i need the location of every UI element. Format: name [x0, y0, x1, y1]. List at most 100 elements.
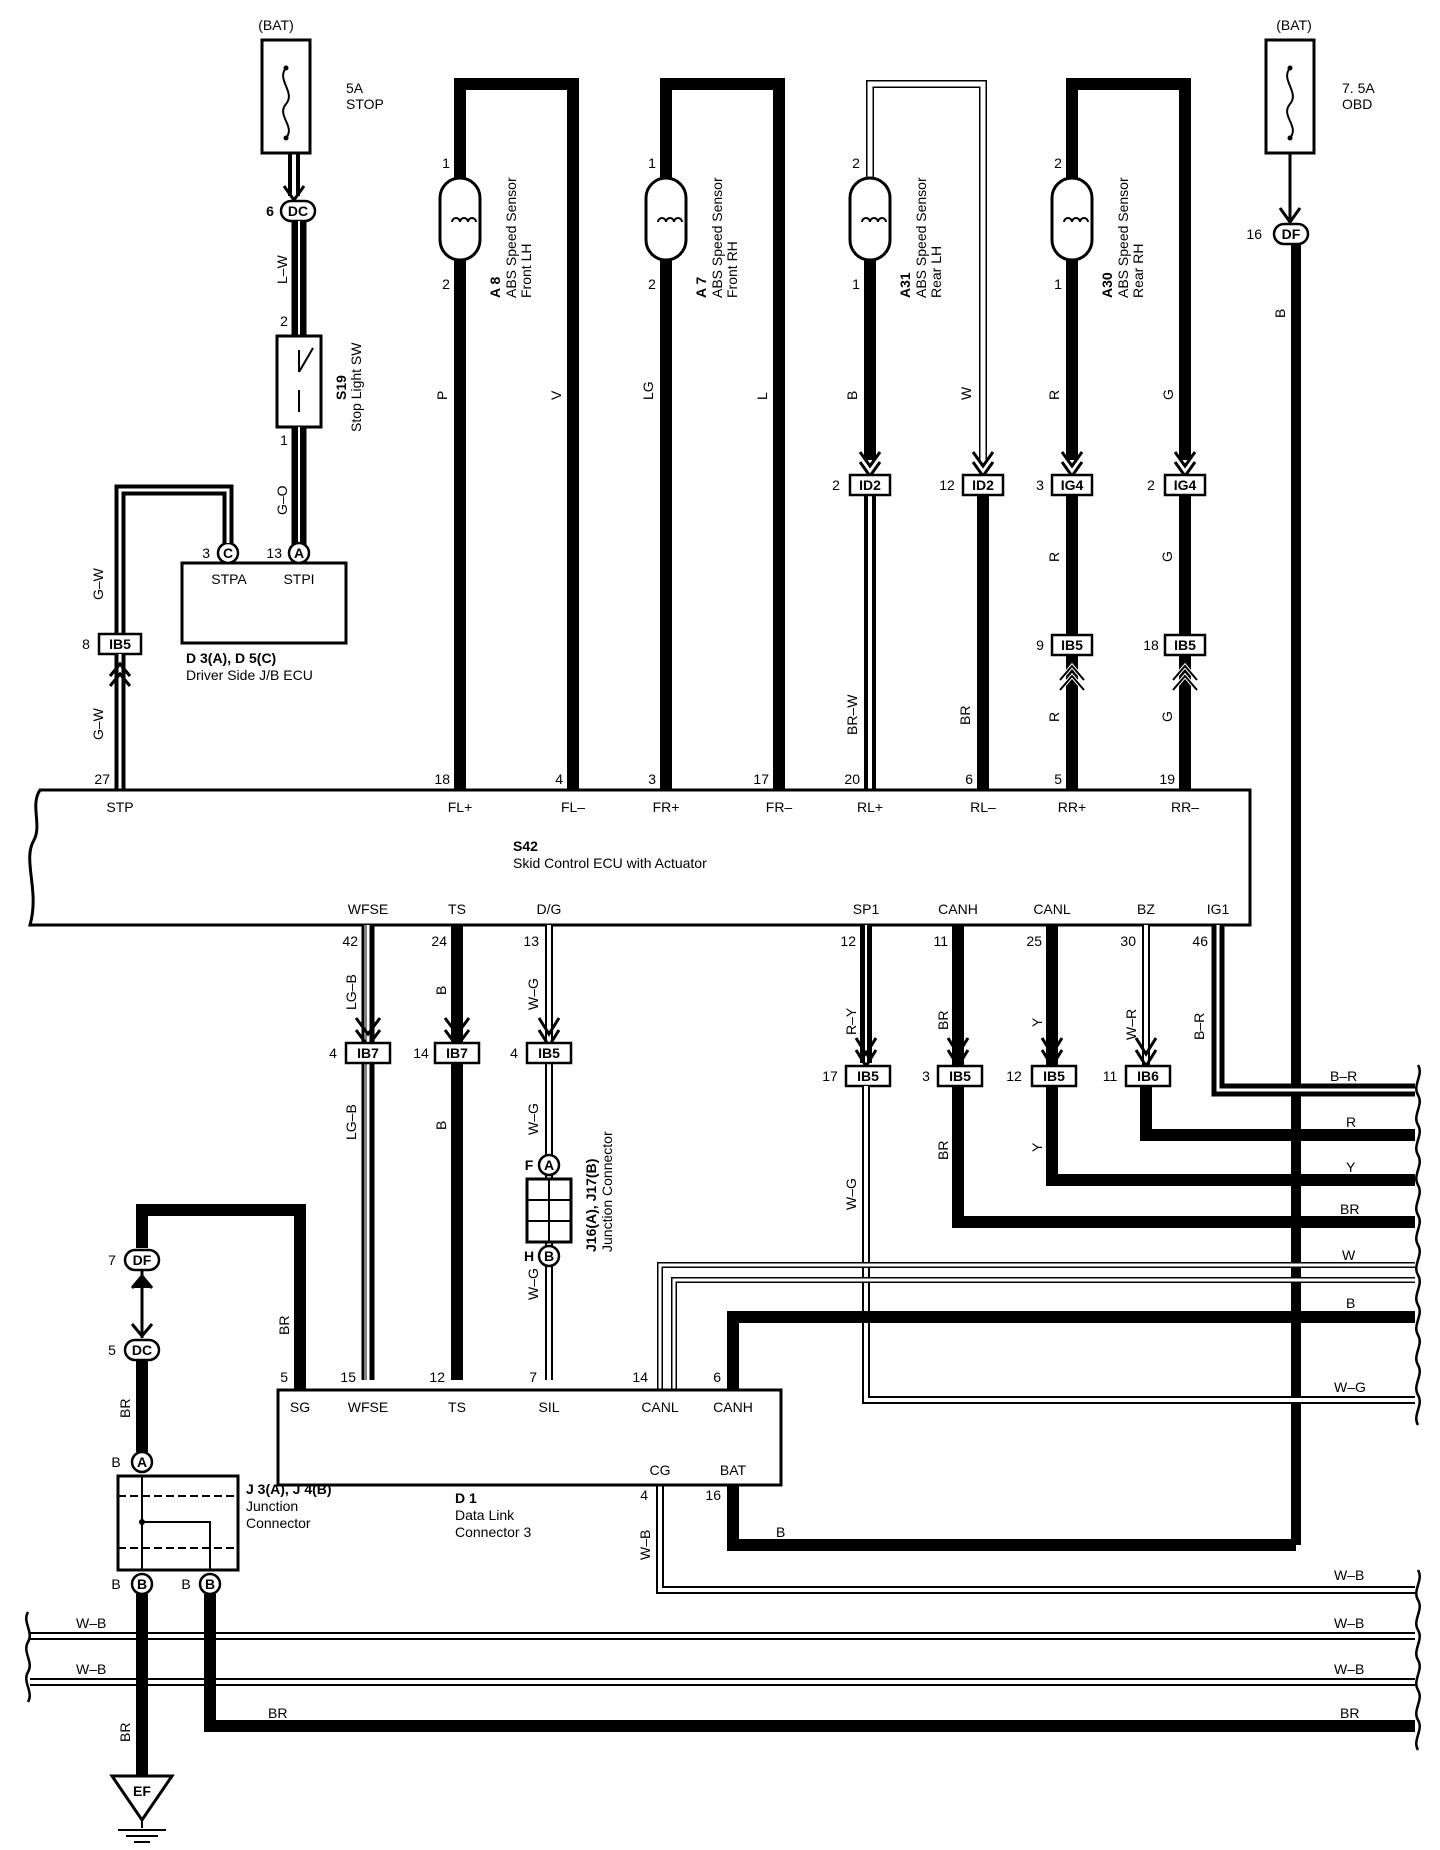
- dlc-pin-number: 16: [705, 1487, 721, 1503]
- ecu-pin-number: 5: [1054, 771, 1062, 787]
- ecu-pin-number: 3: [648, 771, 656, 787]
- wire-label: R–Y: [843, 1007, 859, 1035]
- sensor-a31: 2 1 A31 ABS Speed Sensor Rear LH B W: [844, 80, 987, 460]
- wire-label: B: [844, 391, 860, 400]
- connector-ib7: IB7: [446, 1045, 468, 1061]
- wire-label: BR: [935, 1011, 951, 1030]
- pin-num: 7: [108, 1252, 116, 1268]
- sensor-a30: 2 1 A30 ABS Speed Sensor Rear RH R G: [1046, 78, 1191, 460]
- ecu-lower-wiring: IB7 4 LG–B LG–B IB7 14 B B IB5 4 W–G W–G…: [329, 925, 1415, 1594]
- wire-label: BR: [117, 1399, 133, 1418]
- ecu-pin-number: 25: [1026, 933, 1042, 949]
- ecu-pin-label: STP: [106, 799, 133, 815]
- ecu-pin-number: 17: [753, 771, 769, 787]
- ecu-pin-label: IG1: [1207, 901, 1230, 917]
- wire-label: B: [1346, 1295, 1355, 1311]
- pin-num: 12: [1006, 1068, 1022, 1084]
- pin-num: 2: [1147, 477, 1155, 493]
- ecu-pin-label: RR+: [1058, 799, 1086, 815]
- connector-ib5: IB5: [857, 1068, 879, 1084]
- ecu-pin-label: CANL: [1033, 901, 1071, 917]
- dlc-name2: Connector 3: [455, 1524, 531, 1540]
- ecu-pin-label: CANH: [938, 901, 978, 917]
- wire-label: W–G: [525, 978, 541, 1010]
- pin-num: 1: [442, 155, 450, 171]
- connector-ib5: IB5: [1174, 637, 1196, 653]
- stp-wire: G–W IB5 8 G–W: [82, 484, 234, 790]
- connector-letter: B: [111, 1576, 120, 1592]
- wire-label: V: [548, 390, 564, 400]
- wire-label: BR: [935, 1141, 951, 1160]
- pin-num: 2: [648, 276, 656, 292]
- wire-label: BR: [957, 706, 973, 725]
- connector-ib6: IB6: [1137, 1068, 1159, 1084]
- ecu-pin-label: FL+: [448, 799, 473, 815]
- ecu-pin-label: RR–: [1171, 799, 1199, 815]
- j3-name: Junction: [246, 1498, 298, 1514]
- ecu-id: S42: [513, 838, 538, 854]
- a8-id: A 8: [487, 277, 503, 298]
- fuse-obd-name: OBD: [1342, 96, 1372, 112]
- a7-side: Front RH: [724, 241, 740, 298]
- pin-num: 17: [822, 1068, 838, 1084]
- dlc-pin-label: SG: [290, 1399, 310, 1415]
- connector-letter: B: [111, 1454, 120, 1470]
- fuse-obd-rating: 7. 5A: [1342, 80, 1375, 96]
- ecu-pin-number: 4: [555, 771, 563, 787]
- wire-label: B–R: [1191, 1013, 1207, 1040]
- wire-label: W–G: [843, 1178, 859, 1210]
- wire-label: LG: [640, 381, 656, 400]
- ecu-pin-label: BZ: [1137, 901, 1155, 917]
- pin-num: 2: [832, 477, 840, 493]
- connector-ib5: IB5: [1043, 1068, 1065, 1084]
- wire-label: G: [1159, 711, 1175, 722]
- jc-id: J16(A), J17(B): [583, 1159, 599, 1252]
- dlc-pin-label: CANL: [641, 1399, 679, 1415]
- connector-ib5: IB5: [1061, 637, 1083, 653]
- jb-ecu: C 3 A 13 STPA STPI D 3(A), D 5(C) Driver…: [180, 541, 348, 683]
- pin-num: 18: [1143, 637, 1159, 653]
- connector-c: C: [223, 545, 233, 561]
- a31-id: A31: [897, 272, 913, 298]
- j3-id: J 3(A), J 4(B): [246, 1481, 332, 1497]
- df-connector: DF: [1282, 226, 1301, 242]
- jb-ecu-id: D 3(A), D 5(C): [186, 650, 276, 666]
- bat-label-obd: (BAT): [1276, 17, 1312, 33]
- wire-label: W–B: [1334, 1615, 1364, 1631]
- wire-label: L: [754, 392, 770, 400]
- wire-label: G–W: [90, 567, 106, 600]
- a7-name: ABS Speed Sensor: [709, 177, 725, 298]
- wire-label: BR: [1340, 1201, 1359, 1217]
- pin-num: 3: [202, 545, 210, 561]
- ecu-bottom-pins: WFSE42TS24D/G13SP112CANH11CANL25BZ30IG14…: [342, 901, 1229, 949]
- pin-num: 4: [510, 1045, 518, 1061]
- wire-label: R: [1346, 1114, 1356, 1130]
- pin-num: 16: [1246, 226, 1262, 242]
- ecu-pin-label: RL–: [970, 799, 996, 815]
- wire-label: LG–B: [343, 1104, 359, 1140]
- wire-label: BR: [1340, 1705, 1359, 1721]
- wire-label: Y: [1346, 1159, 1356, 1175]
- fuse-stop-name: STOP: [346, 96, 384, 112]
- j3-name2: Connector: [246, 1515, 311, 1531]
- a31-side: Rear LH: [928, 246, 944, 298]
- pin-num: 5: [108, 1342, 116, 1358]
- ecu-pin-number: 20: [844, 771, 860, 787]
- break-marks: [25, 1064, 1421, 1751]
- pin-num: 2: [280, 313, 288, 329]
- wire-label: B: [776, 1524, 785, 1540]
- dlc-pin-number: 4: [640, 1487, 648, 1503]
- wire-label: Y: [1029, 1017, 1045, 1027]
- wire-label: B: [433, 986, 449, 995]
- ground-circuit: BR DF 7 DC 5 BR A B J 3(A), J 4(B) Junct…: [30, 1204, 1415, 1843]
- obd-power-wire: DF 16 B: [1246, 153, 1310, 1545]
- stop-sw-id: S19: [333, 375, 349, 400]
- pin-num: 1: [280, 432, 288, 448]
- pin-stpi: STPI: [283, 571, 314, 587]
- ecu-pin-number: 24: [431, 933, 447, 949]
- pin-num: 1: [1054, 276, 1062, 292]
- wire-label: W: [958, 386, 974, 400]
- wire-label: B: [433, 1121, 449, 1130]
- ecu-pin-label: FR–: [766, 799, 793, 815]
- dc-connector: DC: [132, 1342, 152, 1358]
